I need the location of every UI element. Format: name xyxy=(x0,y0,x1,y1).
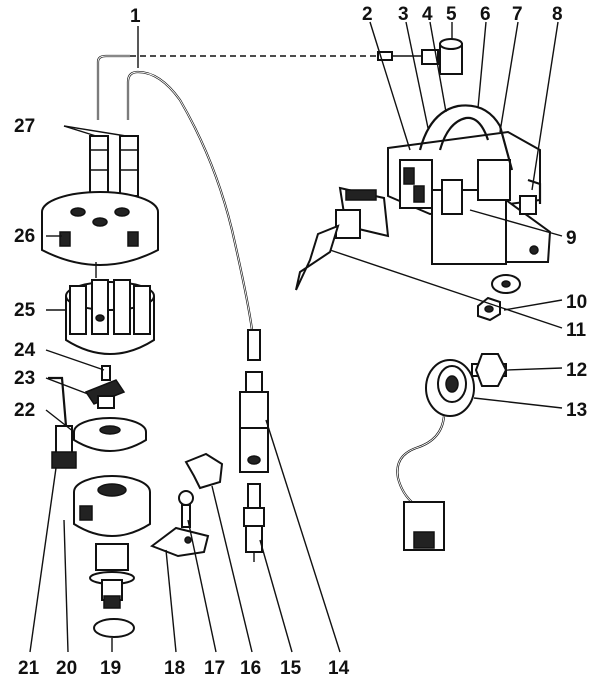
clamp-bolt xyxy=(178,490,194,528)
callout-2: 2 xyxy=(362,4,373,25)
callout-17: 17 xyxy=(204,658,225,679)
control-unit-connector xyxy=(295,186,390,291)
o-ring xyxy=(93,618,135,638)
callout-10: 10 xyxy=(566,292,587,313)
dust-cover xyxy=(73,417,147,452)
callout-25: 25 xyxy=(14,300,36,321)
clamp-plate xyxy=(149,526,210,558)
knock-sensor xyxy=(396,353,508,551)
callout-12: 12 xyxy=(566,360,587,381)
callout-27: 27 xyxy=(14,116,35,137)
callout-6: 6 xyxy=(480,4,491,25)
callout-21: 21 xyxy=(18,658,40,679)
callout-20: 20 xyxy=(56,658,77,679)
hall-sender-plug xyxy=(48,376,77,469)
spark-plug-connector xyxy=(239,329,269,473)
callout-14: 14 xyxy=(328,658,350,679)
callout-22: 22 xyxy=(14,400,35,421)
nut-and-washer xyxy=(477,274,521,322)
callout-23: 23 xyxy=(14,368,35,389)
callout-9: 9 xyxy=(566,228,577,249)
ignition-coil-assembly xyxy=(387,104,552,265)
leader-lines xyxy=(29,21,563,653)
callout-1: 1 xyxy=(130,6,141,27)
rotor-arm xyxy=(84,365,126,409)
callout-3: 3 xyxy=(398,4,409,25)
callout-18: 18 xyxy=(164,658,185,679)
callout-26: 26 xyxy=(14,226,35,247)
callout-13: 13 xyxy=(566,400,587,421)
coil-plug-cap xyxy=(392,38,463,75)
suppressor-connector xyxy=(184,452,224,490)
callout-labels: 1 2 3 4 5 6 7 8 9 10 11 12 13 14 15 16 1… xyxy=(14,4,587,679)
ht-lead-wire xyxy=(96,51,393,331)
callout-19: 19 xyxy=(100,658,121,679)
distributor-cap-shield xyxy=(65,279,155,355)
callout-8: 8 xyxy=(552,4,563,25)
callout-24: 24 xyxy=(14,340,36,361)
callout-4: 4 xyxy=(422,4,433,25)
callout-7: 7 xyxy=(512,4,523,25)
callout-16: 16 xyxy=(240,658,261,679)
distributor-cap xyxy=(41,135,159,278)
callout-15: 15 xyxy=(280,658,302,679)
callout-5: 5 xyxy=(446,4,457,25)
distributor-body xyxy=(73,475,151,609)
callout-11: 11 xyxy=(566,320,587,341)
spark-plug xyxy=(243,483,265,562)
